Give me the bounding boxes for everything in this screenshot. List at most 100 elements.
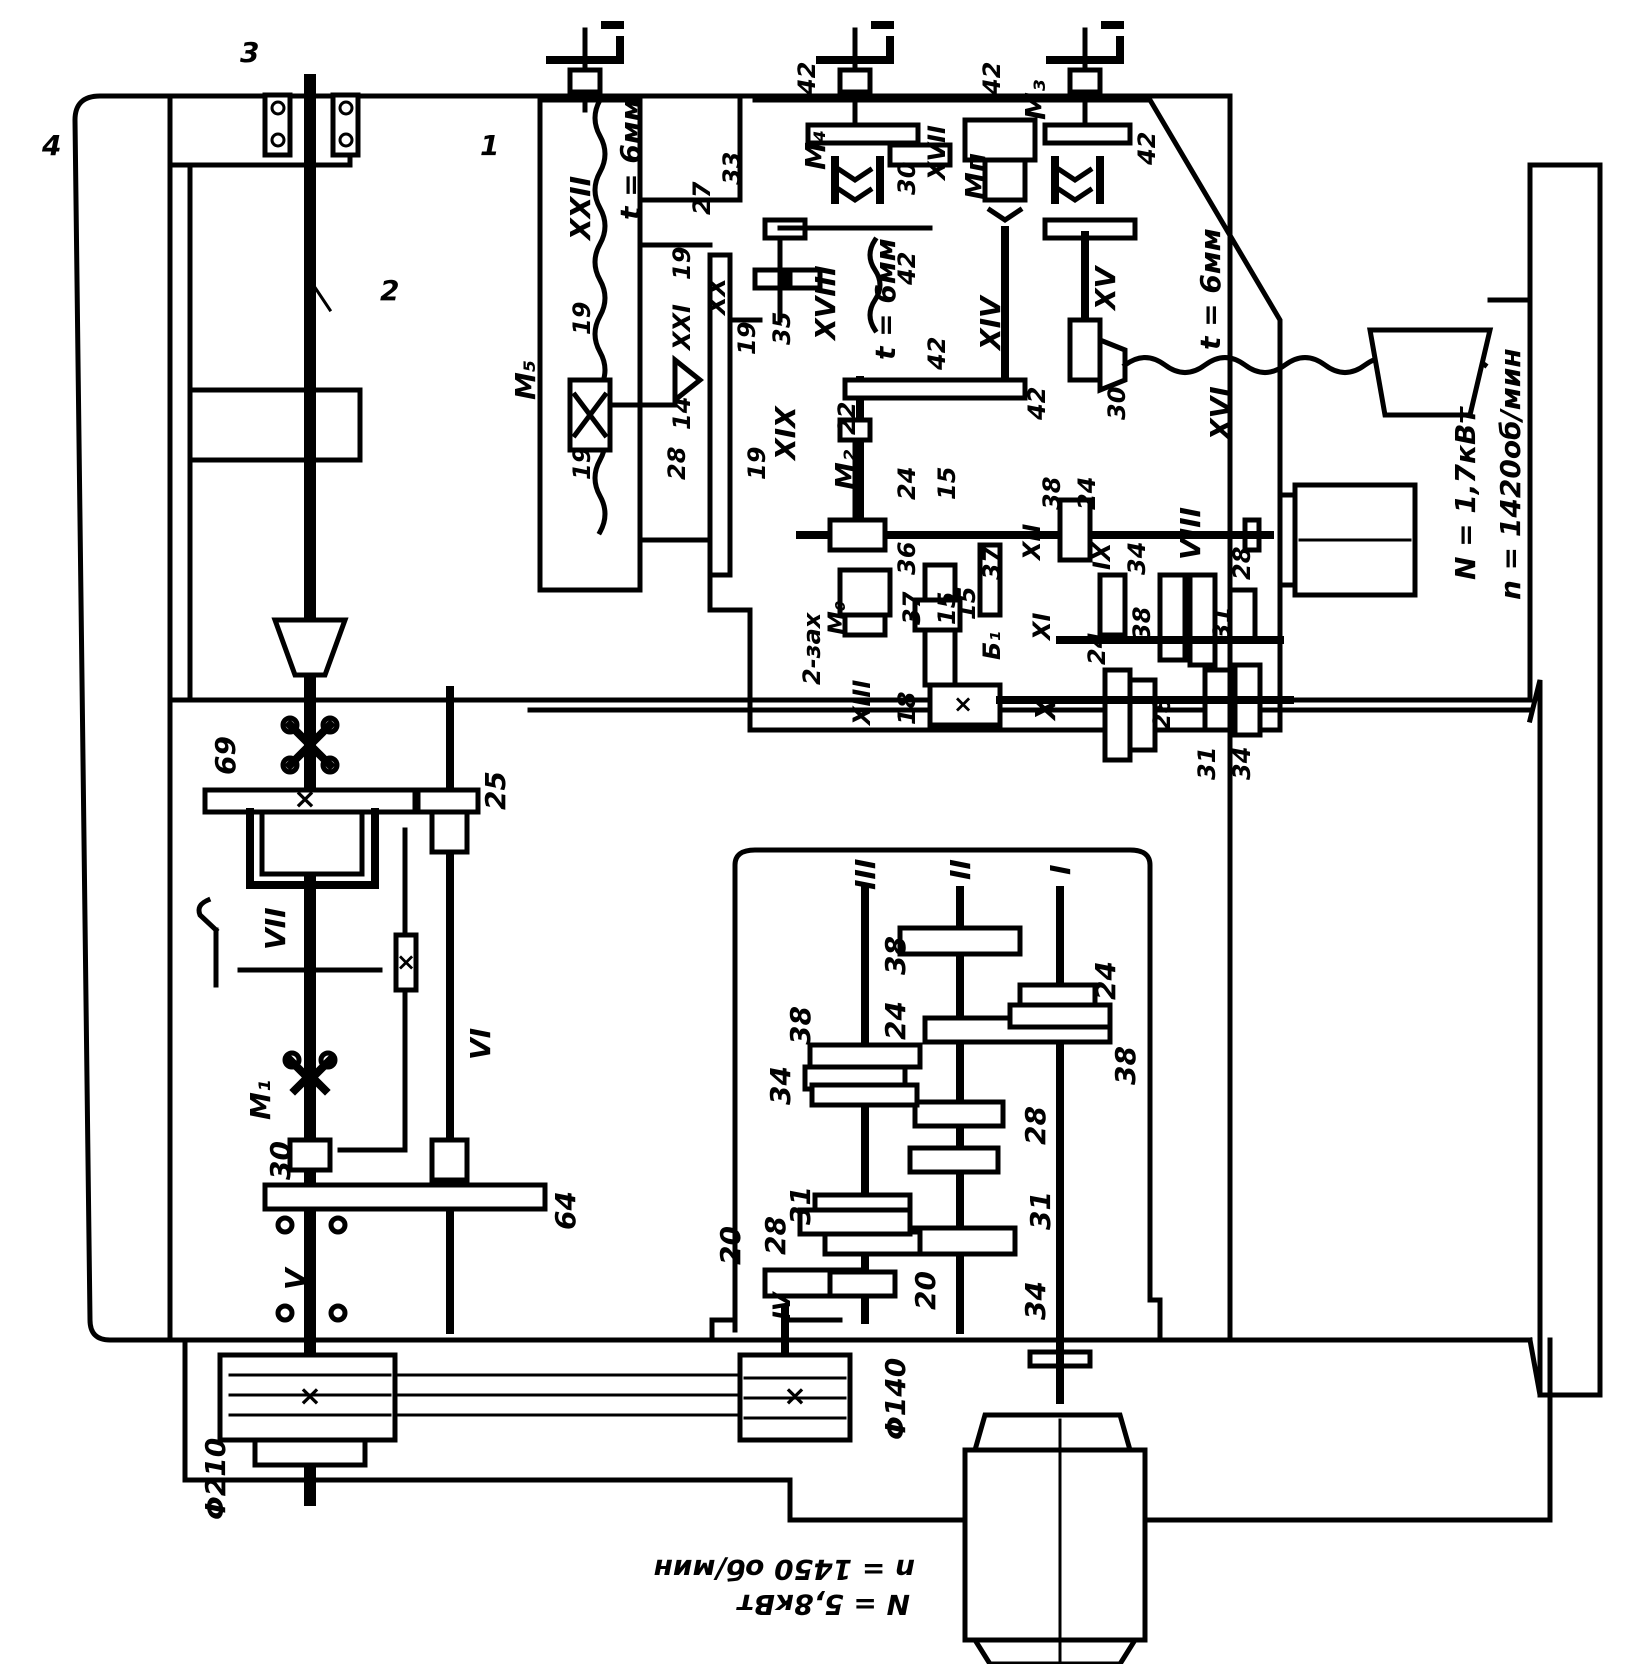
label-two-start: 2-зах bbox=[798, 611, 826, 685]
label-clutch-Mn: Mп bbox=[959, 153, 992, 200]
label-f42b: 42 bbox=[978, 62, 1006, 96]
handwheel-mid bbox=[816, 21, 894, 133]
label-f37a: 37 bbox=[978, 546, 1006, 580]
label-ref-2: 2 bbox=[380, 274, 399, 307]
label-shaft-II: II bbox=[944, 859, 977, 880]
label-f30a: 30 bbox=[893, 162, 921, 195]
label-shaft-XXII: XXII bbox=[564, 176, 597, 242]
label-f36: 36 bbox=[893, 542, 921, 575]
label-f34b: 34 bbox=[1228, 747, 1256, 780]
label-motor-main-power: N = 5,8кВт bbox=[736, 1588, 910, 1621]
label-ref-4: 4 bbox=[41, 129, 61, 162]
label-f31a: 31 bbox=[1208, 607, 1236, 640]
label-shaft-IX: IX bbox=[1088, 541, 1116, 570]
label-f28b: 28 bbox=[1228, 547, 1256, 580]
label-f37b: 37 bbox=[898, 591, 926, 625]
label-shaft-I: I bbox=[1044, 865, 1077, 875]
svg-text:×: × bbox=[293, 782, 316, 815]
label-g20b: 20 bbox=[909, 1271, 942, 1310]
label-g38b: 38 bbox=[1109, 1046, 1142, 1085]
label-f19e: 19 bbox=[743, 447, 771, 480]
label-shaft-XVIII: XVIII bbox=[809, 265, 842, 342]
label-shaft-XXI: XXI bbox=[668, 304, 696, 352]
label-shaft-III: III bbox=[849, 859, 882, 890]
label-pulley-small: Φ140 bbox=[879, 1358, 912, 1440]
svg-text:×: × bbox=[783, 1379, 806, 1412]
label-g38a: 38 bbox=[879, 936, 912, 975]
label-f38a: 38 bbox=[1038, 477, 1066, 510]
label-g34a: 34 bbox=[764, 1066, 797, 1105]
handwheel-left bbox=[546, 21, 624, 113]
label-g24b: 24 bbox=[879, 1001, 912, 1040]
label-pitch-3: t = 6мм bbox=[1194, 228, 1227, 350]
label-f18: 18 bbox=[893, 692, 921, 725]
label-shaft-VI: VI bbox=[464, 1028, 497, 1060]
label-shaft-XV: XV bbox=[1089, 264, 1122, 312]
feed-box: × bbox=[537, 21, 1533, 763]
label-f31b: 31 bbox=[1193, 747, 1221, 780]
label-shaft-XVI: XVI bbox=[1204, 386, 1237, 442]
label-g28a: 28 bbox=[1019, 1106, 1052, 1145]
label-g28b: 28 bbox=[759, 1216, 792, 1255]
label-f19b: 19 bbox=[733, 322, 761, 355]
label-f35: 35 bbox=[768, 312, 796, 345]
label-f24a: 24 bbox=[893, 467, 921, 500]
label-brake-B1: Б₁ bbox=[978, 631, 1006, 660]
label-z64: 64 bbox=[549, 1191, 582, 1230]
label-shaft-XII: XII bbox=[1018, 524, 1046, 562]
label-shaft-XIX: XIX bbox=[769, 405, 802, 462]
label-shaft-V: V bbox=[279, 1266, 312, 1290]
label-shaft-XIV: XIV bbox=[974, 294, 1007, 352]
label-g38c: 38 bbox=[784, 1006, 817, 1045]
label-motor-feed-power: N = 1,7кВт bbox=[1449, 406, 1482, 580]
label-f19d: 19 bbox=[568, 447, 596, 480]
spindle-assembly bbox=[262, 74, 361, 678]
label-f33: 33 bbox=[718, 152, 746, 185]
label-f15b: 15 bbox=[953, 587, 981, 620]
label-clutch-M1: M₁ bbox=[244, 1080, 277, 1120]
label-motor-feed-speed: n = 1420об/мин bbox=[1494, 348, 1527, 600]
label-shaft-VIII: VIII bbox=[1174, 507, 1207, 560]
label-shaft-XIII: XIII bbox=[848, 680, 876, 727]
label-g34b: 34 bbox=[1019, 1281, 1052, 1320]
label-f42e: 42 bbox=[923, 337, 951, 371]
label-shaft-XX: XX bbox=[703, 276, 731, 317]
label-f42a: 42 bbox=[793, 62, 821, 96]
label-pulley-large: Φ210 bbox=[199, 1438, 232, 1520]
label-z30: 30 bbox=[264, 1141, 297, 1180]
label-f42f: 42 bbox=[1023, 387, 1051, 421]
label-clutch-M5: M₅ bbox=[509, 360, 542, 400]
label-f24b: 24 bbox=[1073, 477, 1101, 510]
label-f42c: 42 bbox=[1133, 132, 1161, 166]
label-f24c: 24 bbox=[1083, 632, 1111, 665]
label-z69: 69 bbox=[209, 736, 242, 775]
label-pitch-2: t = 6мм bbox=[869, 238, 902, 360]
label-f28c: 28 bbox=[1148, 697, 1176, 730]
label-f14: 14 bbox=[668, 397, 696, 430]
label-f19a: 19 bbox=[668, 247, 696, 280]
label-f42d: 42 bbox=[893, 252, 921, 286]
label-z25: 25 bbox=[479, 771, 512, 810]
label-shaft-X: X bbox=[1029, 697, 1062, 722]
label-shaft-XVII: XVII bbox=[923, 125, 951, 182]
diagram-labels: 4 3 2 1 Φ210 Φ140 N = 5,8кВт n = 1450 об… bbox=[41, 36, 1527, 1621]
label-clutch-M4: M₄ bbox=[799, 130, 832, 170]
label-shaft-VII: VII bbox=[259, 907, 292, 950]
label-motor-main-speed: n = 1450 об/мин bbox=[654, 1553, 915, 1586]
label-g24a: 24 bbox=[1089, 961, 1122, 1000]
label-f22: 22 bbox=[833, 402, 861, 435]
label-clutch-M0: M₀ bbox=[823, 600, 851, 635]
label-f38b: 38 bbox=[1128, 607, 1156, 640]
label-clutch-M2: M₂ bbox=[829, 449, 862, 490]
gearbox: × bbox=[393, 847, 1163, 1664]
label-f28a: 28 bbox=[663, 447, 691, 480]
speed-box: × × × bbox=[196, 674, 548, 1506]
label-f15c: 15 bbox=[933, 592, 961, 625]
machine-frame bbox=[72, 93, 1603, 1523]
label-f27: 27 bbox=[688, 181, 716, 215]
label-g31a: 31 bbox=[1024, 1191, 1057, 1230]
label-g20a: 20 bbox=[714, 1226, 747, 1265]
label-ref-1: 1 bbox=[480, 129, 499, 162]
label-f15a: 15 bbox=[933, 467, 961, 500]
svg-text:×: × bbox=[953, 690, 973, 718]
